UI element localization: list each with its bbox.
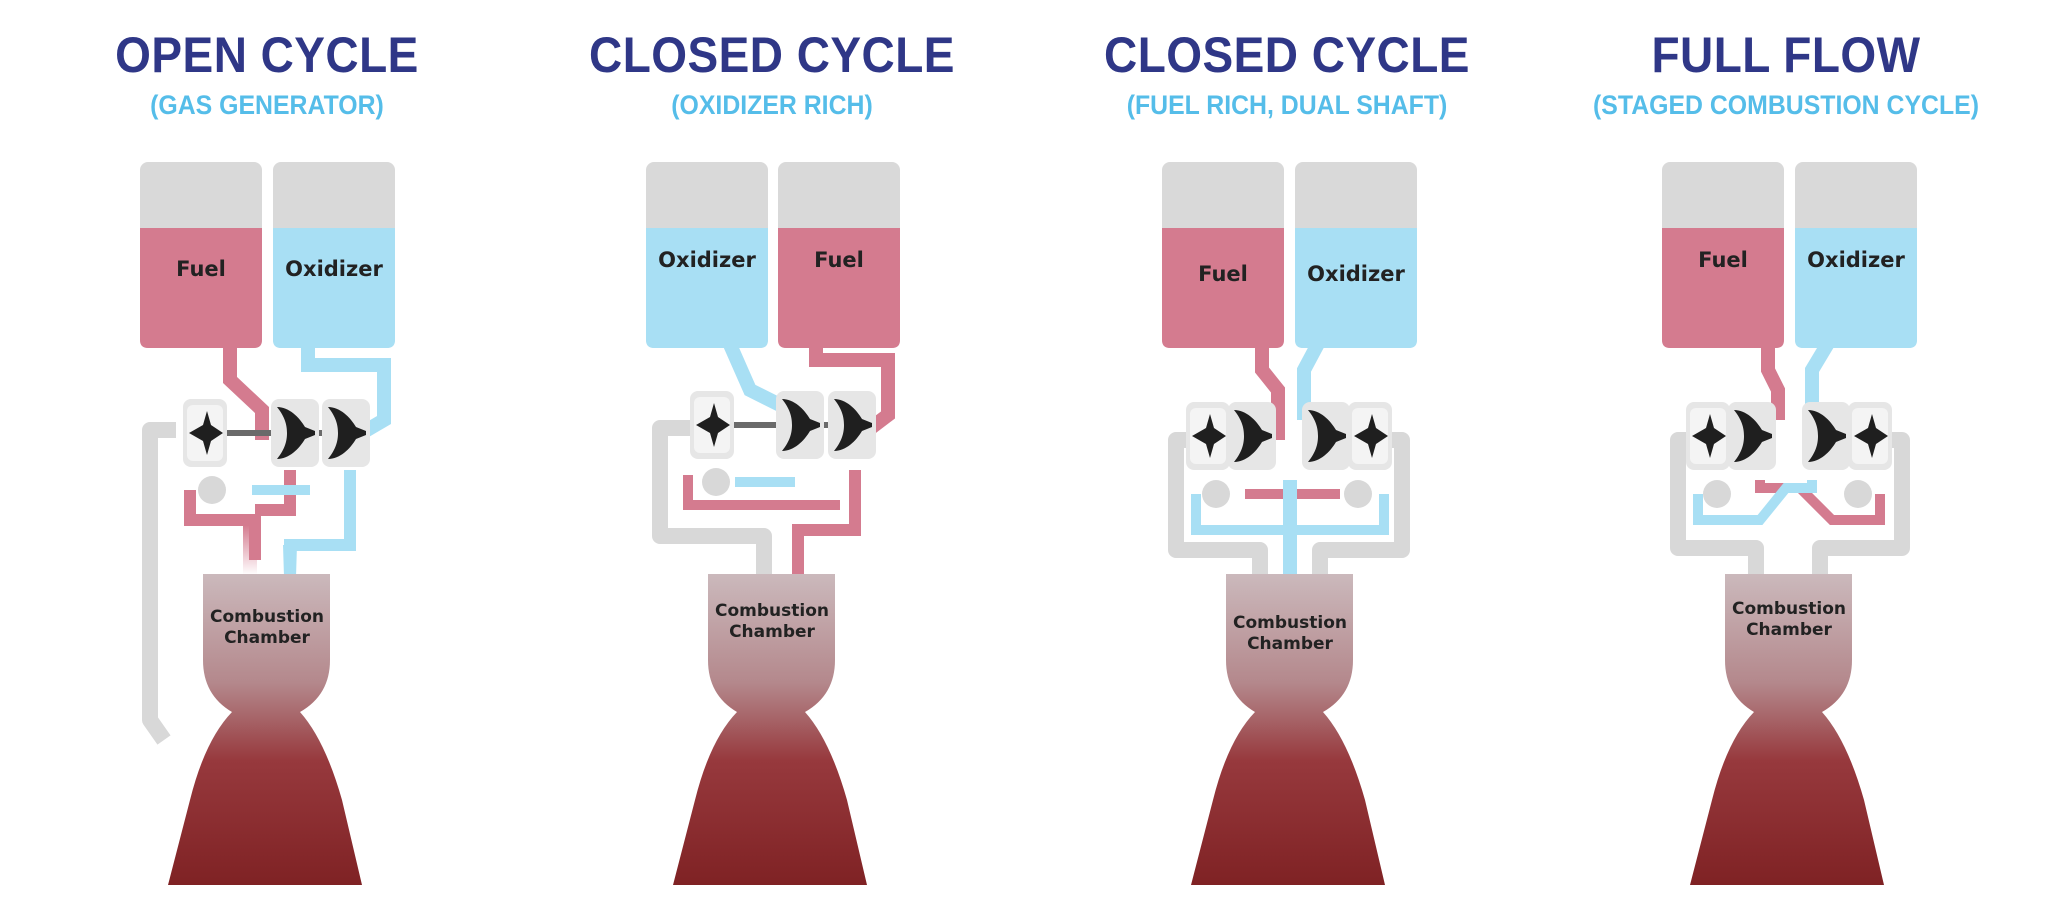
oxidizer-tank-label: Oxidizer xyxy=(285,257,383,281)
oxidizer-tank-label: Oxidizer xyxy=(1807,248,1905,272)
panel-3-subtitle: (FUEL RICH, DUAL SHAFT) xyxy=(1126,90,1448,120)
chamber-label-line1: Combustion xyxy=(1732,599,1846,619)
panel-3-title: CLOSED CYCLE xyxy=(1104,27,1470,83)
chamber-label-line1: Combustion xyxy=(1233,613,1347,633)
panel-4-diagram: Fuel Oxidizer Combustion Chamber xyxy=(1662,162,1917,885)
panel-2-diagram: Oxidizer Fuel Combustion Chamber xyxy=(646,162,900,885)
fuel-tank-label: Fuel xyxy=(1698,248,1748,272)
combustion-chamber xyxy=(168,574,362,885)
panel-4-subtitle: (STAGED COMBUSTION CYCLE) xyxy=(1593,90,1979,120)
chamber-label-line2: Chamber xyxy=(224,628,310,648)
oxidizer-tank-label: Oxidizer xyxy=(1307,262,1405,286)
fuel-tank-label: Fuel xyxy=(176,257,226,281)
fuel-tank-label: Fuel xyxy=(814,248,864,272)
oxidizer-tank-label: Oxidizer xyxy=(658,248,756,272)
chamber-label-line1: Combustion xyxy=(715,601,829,621)
panel-3-diagram: Fuel Oxidizer Combustion Chamber xyxy=(1162,162,1417,885)
chamber-label-line2: Chamber xyxy=(1247,634,1333,654)
panel-1-title: OPEN CYCLE xyxy=(115,27,419,83)
chamber-label-line2: Chamber xyxy=(729,622,815,642)
panel-2-title: CLOSED CYCLE xyxy=(589,27,955,83)
fuel-tank-label: Fuel xyxy=(1198,262,1248,286)
chamber-label-line1: Combustion xyxy=(210,607,324,627)
panel-4-title: FULL FLOW xyxy=(1651,27,1921,83)
panel-2-subtitle: (OXIDIZER RICH) xyxy=(671,90,873,120)
panel-1-subtitle: (GAS GENERATOR) xyxy=(150,90,384,120)
panel-1-diagram: Fuel Oxidizer Combustion Chamber xyxy=(140,162,395,885)
chamber-label-line2: Chamber xyxy=(1746,620,1832,640)
